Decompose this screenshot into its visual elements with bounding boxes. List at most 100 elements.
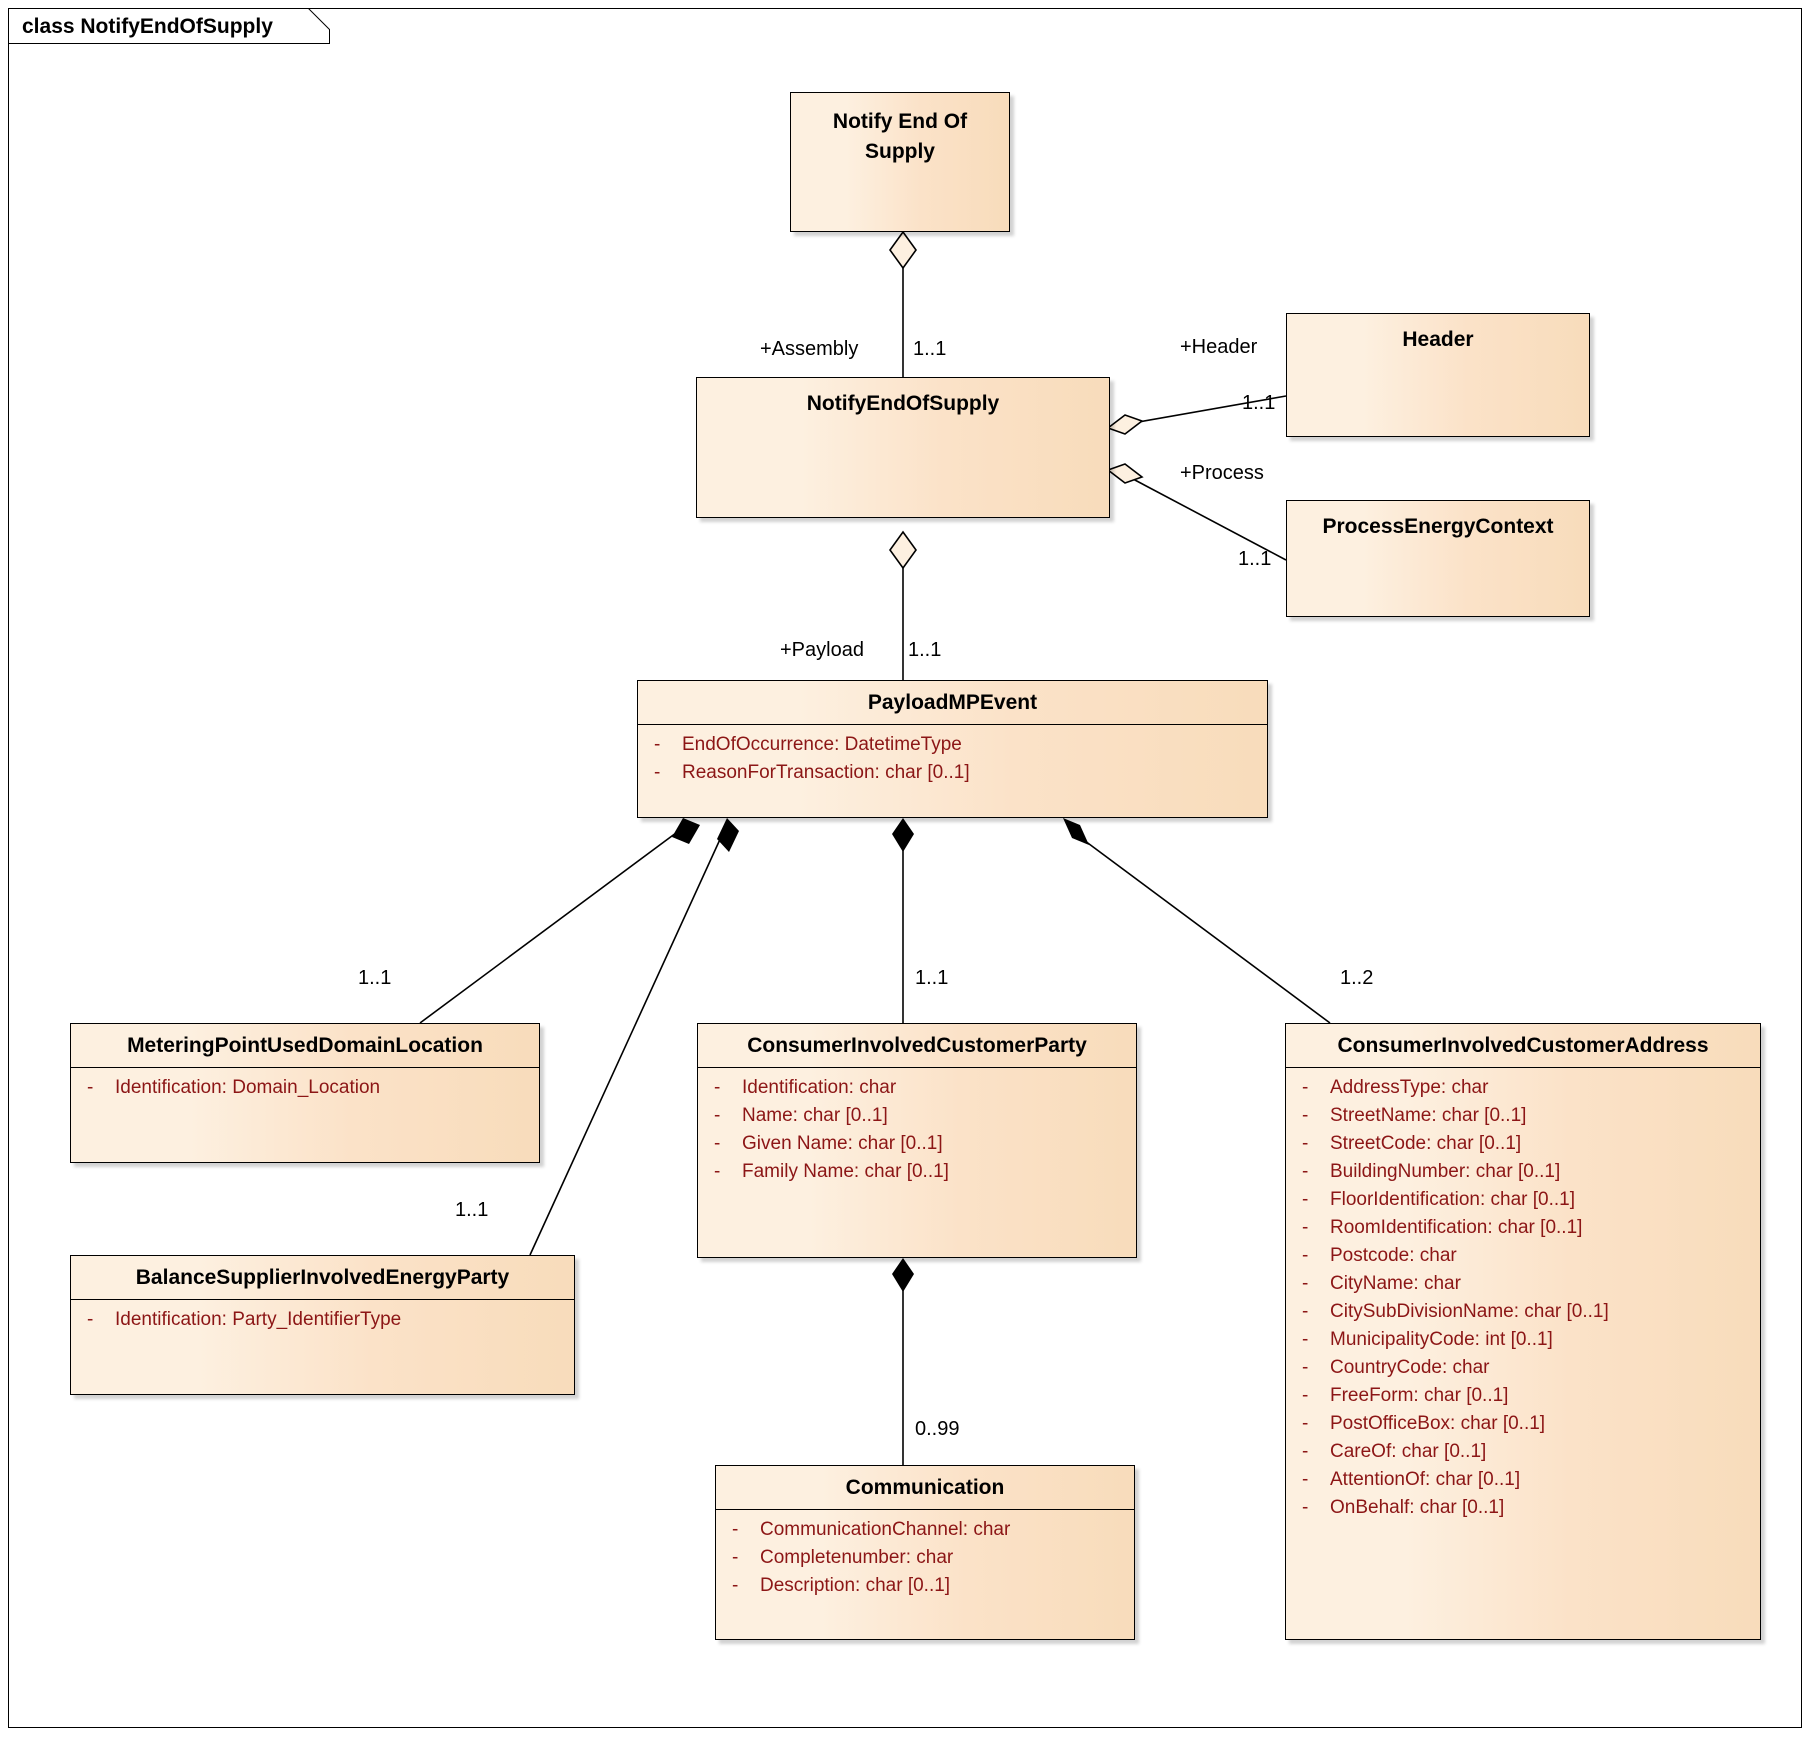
attribute-row: - Identification: Domain_Location <box>77 1074 533 1102</box>
attribute-row: -Description: char [0..1] <box>722 1572 1128 1600</box>
attribute-text: StreetName: char [0..1] <box>1330 1105 1527 1126</box>
attribute-visibility: - <box>1302 1077 1309 1098</box>
attribute-row: -MunicipalityCode: int [0..1] <box>1292 1326 1754 1354</box>
attribute-visibility: - <box>732 1519 739 1540</box>
attribute-text: Given Name: char [0..1] <box>742 1133 943 1154</box>
attribute-text: CityName: char <box>1330 1273 1461 1294</box>
attribute-row: -PostOfficeBox: char [0..1] <box>1292 1410 1754 1438</box>
attribute-text: BuildingNumber: char [0..1] <box>1330 1161 1561 1182</box>
attribute-visibility: - <box>1302 1469 1309 1490</box>
attribute-visibility: - <box>654 762 661 783</box>
class-payload-mp-event[interactable]: PayloadMPEvent - EndOfOccurrence: Dateti… <box>637 680 1268 818</box>
edge-label-process-multiplicity: 1..1 <box>1238 548 1272 570</box>
edge-label-metering-point-multiplicity: 1..1 <box>358 967 392 989</box>
attribute-row: - Name: char [0..1] <box>704 1102 1130 1130</box>
attribute-text: OnBehalf: char [0..1] <box>1330 1497 1505 1518</box>
attribute-text: Family Name: char [0..1] <box>742 1161 949 1182</box>
attribute-row: - Identification: Party_IdentifierType <box>77 1306 568 1334</box>
attribute-text: CareOf: char [0..1] <box>1330 1441 1487 1462</box>
attribute-visibility: - <box>1302 1133 1309 1154</box>
class-attributes: -AddressType: char -StreetName: char [0.… <box>1286 1068 1760 1530</box>
attribute-text: FreeForm: char [0..1] <box>1330 1385 1509 1406</box>
attribute-row: -CommunicationChannel: char <box>722 1516 1128 1544</box>
attribute-row: -Postcode: char <box>1292 1242 1754 1270</box>
attribute-text: FloorIdentification: char [0..1] <box>1330 1189 1576 1210</box>
class-attributes: -CommunicationChannel: char -Completenum… <box>716 1510 1134 1608</box>
class-balance-supplier-involved-energy-party[interactable]: BalanceSupplierInvolvedEnergyParty - Ide… <box>70 1255 575 1395</box>
class-notify-end-of-supply-root[interactable]: Notify End Of Supply <box>790 92 1010 232</box>
attribute-visibility: - <box>1302 1441 1309 1462</box>
attribute-row: -RoomIdentification: char [0..1] <box>1292 1214 1754 1242</box>
edge-label-consumer-party-multiplicity: 1..1 <box>915 967 949 989</box>
class-separator <box>1286 1067 1760 1068</box>
attribute-visibility: - <box>732 1547 739 1568</box>
attribute-visibility: - <box>1302 1161 1309 1182</box>
class-name: PayloadMPEvent <box>867 691 1038 714</box>
attribute-visibility: - <box>654 734 661 755</box>
class-separator <box>716 1509 1134 1510</box>
attribute-row: - ReasonForTransaction: char [0..1] <box>644 759 1261 787</box>
attribute-row: -CareOf: char [0..1] <box>1292 1438 1754 1466</box>
class-communication[interactable]: Communication -CommunicationChannel: cha… <box>715 1465 1135 1640</box>
attribute-visibility: - <box>1302 1329 1309 1350</box>
attribute-text: MunicipalityCode: int [0..1] <box>1330 1329 1553 1350</box>
edge-label-assembly-role: +Assembly <box>760 338 859 360</box>
diagram-title: class NotifyEndOfSupply <box>22 15 273 38</box>
class-name-line1: Notify End Of <box>832 110 968 133</box>
class-attributes: - EndOfOccurrence: DatetimeType - Reason… <box>638 725 1267 795</box>
attribute-row: -Completenumber: char <box>722 1544 1128 1572</box>
class-name: ConsumerInvolvedCustomerParty <box>747 1034 1087 1057</box>
class-separator <box>71 1299 574 1300</box>
attribute-text: Identification: Domain_Location <box>115 1077 381 1098</box>
attribute-row: -AttentionOf: char [0..1] <box>1292 1466 1754 1494</box>
edge-label-process-role: +Process <box>1180 462 1264 484</box>
attribute-text: CountryCode: char <box>1330 1357 1490 1378</box>
attribute-row: -StreetName: char [0..1] <box>1292 1102 1754 1130</box>
class-notify-end-of-supply[interactable]: NotifyEndOfSupply <box>696 377 1110 518</box>
attribute-visibility: - <box>1302 1189 1309 1210</box>
class-name: Notify End Of Supply <box>791 93 1009 176</box>
attribute-text: Postcode: char <box>1330 1245 1457 1266</box>
class-name: ProcessEnergyContext <box>1322 515 1554 538</box>
attribute-row: -OnBehalf: char [0..1] <box>1292 1494 1754 1522</box>
class-consumer-involved-customer-party[interactable]: ConsumerInvolvedCustomerParty - Identifi… <box>697 1023 1137 1258</box>
class-consumer-involved-customer-address[interactable]: ConsumerInvolvedCustomerAddress -Address… <box>1285 1023 1761 1640</box>
class-name: MeteringPointUsedDomainLocation <box>127 1034 483 1057</box>
attribute-visibility: - <box>1302 1217 1309 1238</box>
attribute-visibility: - <box>714 1077 721 1098</box>
title-tab-shape <box>8 8 330 44</box>
attribute-visibility: - <box>87 1309 94 1330</box>
attribute-row: -AddressType: char <box>1292 1074 1754 1102</box>
attribute-text: StreetCode: char [0..1] <box>1330 1133 1522 1154</box>
attribute-row: -CountryCode: char <box>1292 1354 1754 1382</box>
attribute-visibility: - <box>714 1161 721 1182</box>
class-metering-point-used-domain-location[interactable]: MeteringPointUsedDomainLocation - Identi… <box>70 1023 540 1163</box>
attribute-row: -StreetCode: char [0..1] <box>1292 1130 1754 1158</box>
attribute-row: -FloorIdentification: char [0..1] <box>1292 1186 1754 1214</box>
attribute-text: PostOfficeBox: char [0..1] <box>1330 1413 1546 1434</box>
class-attributes: - Identification: Domain_Location <box>71 1068 539 1110</box>
attribute-text: EndOfOccurrence: DatetimeType <box>682 734 962 755</box>
attribute-visibility: - <box>1302 1245 1309 1266</box>
attribute-row: - Identification: char <box>704 1074 1130 1102</box>
attribute-text: CommunicationChannel: char <box>760 1519 1011 1540</box>
class-separator <box>71 1067 539 1068</box>
class-name: BalanceSupplierInvolvedEnergyParty <box>135 1266 510 1289</box>
diagram-title-tab: class NotifyEndOfSupply <box>8 8 330 44</box>
attribute-row: - EndOfOccurrence: DatetimeType <box>644 731 1261 759</box>
class-name: Header <box>1402 328 1474 351</box>
attribute-row: -CitySubDivisionName: char [0..1] <box>1292 1298 1754 1326</box>
class-separator <box>638 724 1267 725</box>
edge-label-header-role: +Header <box>1180 336 1258 358</box>
attribute-text: Identification: char <box>742 1077 897 1098</box>
class-header[interactable]: Header <box>1286 313 1590 437</box>
attribute-text: CitySubDivisionName: char [0..1] <box>1330 1301 1609 1322</box>
attribute-visibility: - <box>714 1133 721 1154</box>
edge-label-header-multiplicity: 1..1 <box>1242 392 1276 414</box>
class-separator <box>698 1067 1136 1068</box>
attribute-text: AttentionOf: char [0..1] <box>1330 1469 1521 1490</box>
attribute-text: RoomIdentification: char [0..1] <box>1330 1217 1583 1238</box>
attribute-text: ReasonForTransaction: char [0..1] <box>682 762 970 783</box>
class-process-energy-context[interactable]: ProcessEnergyContext <box>1286 500 1590 617</box>
